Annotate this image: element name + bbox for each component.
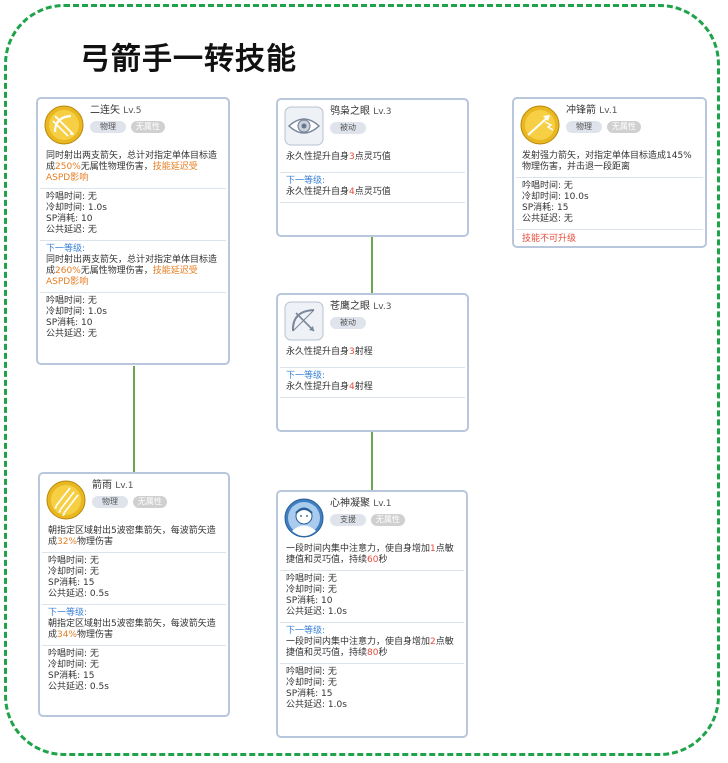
dashed-frame xyxy=(4,4,720,756)
skill-name: 苍鹰之眼 xyxy=(330,301,370,312)
skill-description: 永久性提升自身3点灵巧值 xyxy=(286,152,391,162)
stat-sp: SP消耗: 10 xyxy=(46,214,93,224)
stat-delay: 公共延迟: 1.0s xyxy=(286,607,347,617)
tag-support: 支援 xyxy=(330,514,366,526)
skill-card-double-strafe[interactable]: 二连矢 Lv.5 物理 无属性 同时射出两支箭矢，总计对指定单体目标造成250%… xyxy=(36,97,230,365)
skill-card-vultures-eye[interactable]: 苍鹰之眼 Lv.3 被动 永久性提升自身3射程 下一等级: 永久性提升自身4射程 xyxy=(276,293,469,432)
next-stat-cast: 吟唱时间: 无 xyxy=(286,667,337,677)
skill-level: Lv.3 xyxy=(373,107,392,117)
tag-passive: 被动 xyxy=(330,122,366,134)
skill-level: Lv.5 xyxy=(123,106,142,116)
stat-cooldown: 冷却时间: 无 xyxy=(48,567,99,577)
skill-card-arrow-shower[interactable]: 箭雨 Lv.1 物理 无属性 朝指定区域射出5波密集箭矢，每波箭矢造成32%物理… xyxy=(38,472,230,717)
next-level-description: 朝指定区域射出5波密集箭矢，每波箭矢造成34%物理伤害 xyxy=(48,619,216,640)
double-arrow-bow-icon xyxy=(44,105,84,145)
next-level-label: 下一等级: xyxy=(48,608,88,618)
skill-name: 鸮枭之眼 xyxy=(330,106,370,117)
page-title: 弓箭手一转技能 xyxy=(80,42,297,77)
stat-cast: 吟唱时间: 无 xyxy=(48,556,99,566)
stat-delay: 公共延迟: 无 xyxy=(522,214,573,224)
skill-name: 箭雨 xyxy=(92,480,112,491)
link-owls-eye-vultures-eye xyxy=(371,237,373,293)
next-level-label: 下一等级: xyxy=(286,626,326,636)
next-level-label: 下一等级: xyxy=(286,176,326,186)
skill-description: 发射强力箭矢，对指定单体目标造成145%物理伤害，并击退一段距离 xyxy=(522,151,692,172)
tag-passive: 被动 xyxy=(330,317,366,329)
skill-level: Lv.3 xyxy=(373,302,392,312)
stat-delay: 公共延迟: 无 xyxy=(46,225,97,235)
next-stat-cast: 吟唱时间: 无 xyxy=(46,296,97,306)
bow-arrow-icon xyxy=(284,301,324,341)
stat-cast: 吟唱时间: 无 xyxy=(286,574,337,584)
stat-cooldown: 冷却时间: 1.0s xyxy=(46,203,107,213)
link-double-strafe-arrow-shower xyxy=(133,366,135,472)
skill-description: 朝指定区域射出5波密集箭矢，每波箭矢造成32%物理伤害 xyxy=(48,526,216,547)
archer-portrait-icon xyxy=(284,498,324,538)
next-stat-sp: SP消耗: 15 xyxy=(286,689,333,699)
next-stat-cooldown: 冷却时间: 1.0s xyxy=(46,307,107,317)
eye-icon xyxy=(284,106,324,146)
skill-description: 一段时间内集中注意力，使自身增加1点敏捷值和灵巧值，持续60秒 xyxy=(286,544,454,565)
tag-neutral: 无属性 xyxy=(606,121,641,133)
skill-description: 永久性提升自身3射程 xyxy=(286,347,373,357)
skill-card-owls-eye[interactable]: 鸮枭之眼 Lv.3 被动 永久性提升自身3点灵巧值 下一等级: 永久性提升自身4… xyxy=(276,98,469,237)
skill-name: 心神凝聚 xyxy=(330,498,370,509)
next-stat-sp: SP消耗: 15 xyxy=(48,671,95,681)
tag-physical: 物理 xyxy=(566,121,602,133)
next-stat-sp: SP消耗: 10 xyxy=(46,318,93,328)
next-stat-delay: 公共延迟: 1.0s xyxy=(286,700,347,710)
skill-level: Lv.1 xyxy=(599,106,618,116)
arrow-shower-icon xyxy=(46,480,86,520)
next-stat-cooldown: 冷却时间: 无 xyxy=(48,660,99,670)
stat-sp: SP消耗: 15 xyxy=(48,578,95,588)
skill-card-improve-concentration[interactable]: 心神凝聚 Lv.1 支援 无属性 一段时间内集中注意力，使自身增加1点敏捷值和灵… xyxy=(276,490,468,738)
stat-delay: 公共延迟: 0.5s xyxy=(48,589,109,599)
tag-neutral: 无属性 xyxy=(130,121,165,133)
next-stat-cast: 吟唱时间: 无 xyxy=(48,649,99,659)
next-level-description: 永久性提升自身4点灵巧值 xyxy=(286,187,391,197)
next-stat-delay: 公共延迟: 无 xyxy=(46,329,97,339)
charge-arrow-icon xyxy=(520,105,560,145)
next-level-label: 下一等级: xyxy=(286,371,326,381)
skill-level: Lv.1 xyxy=(373,499,392,509)
stat-sp: SP消耗: 15 xyxy=(522,203,569,213)
tag-physical: 物理 xyxy=(92,496,128,508)
max-level-note: 技能不可升级 xyxy=(522,234,577,244)
next-level-description: 同时射出两支箭矢，总计对指定单体目标造成260%无属性物理伤害，技能延迟受ASP… xyxy=(46,255,218,287)
link-vultures-eye-concentration xyxy=(371,432,373,490)
skill-card-charge-arrow[interactable]: 冲锋箭 Lv.1 物理 无属性 发射强力箭矢，对指定单体目标造成145%物理伤害… xyxy=(512,97,707,248)
tag-neutral: 无属性 xyxy=(370,514,405,526)
stat-cooldown: 冷却时间: 无 xyxy=(286,585,337,595)
skill-name: 冲锋箭 xyxy=(566,105,596,116)
next-stat-delay: 公共延迟: 0.5s xyxy=(48,682,109,692)
tag-neutral: 无属性 xyxy=(132,496,167,508)
skill-name: 二连矢 xyxy=(90,105,120,116)
tag-physical: 物理 xyxy=(90,121,126,133)
stat-cooldown: 冷却时间: 10.0s xyxy=(522,192,589,202)
stat-cast: 吟唱时间: 无 xyxy=(522,181,573,191)
skill-level: Lv.1 xyxy=(115,481,134,491)
next-stat-cooldown: 冷却时间: 无 xyxy=(286,678,337,688)
stat-cast: 吟唱时间: 无 xyxy=(46,192,97,202)
skill-description: 同时射出两支箭矢，总计对指定单体目标造成250%无属性物理伤害，技能延迟受ASP… xyxy=(46,151,218,183)
next-level-label: 下一等级: xyxy=(46,244,86,254)
next-level-description: 永久性提升自身4射程 xyxy=(286,382,373,392)
next-level-description: 一段时间内集中注意力，使自身增加2点敏捷值和灵巧值，持续80秒 xyxy=(286,637,454,658)
stat-sp: SP消耗: 10 xyxy=(286,596,333,606)
